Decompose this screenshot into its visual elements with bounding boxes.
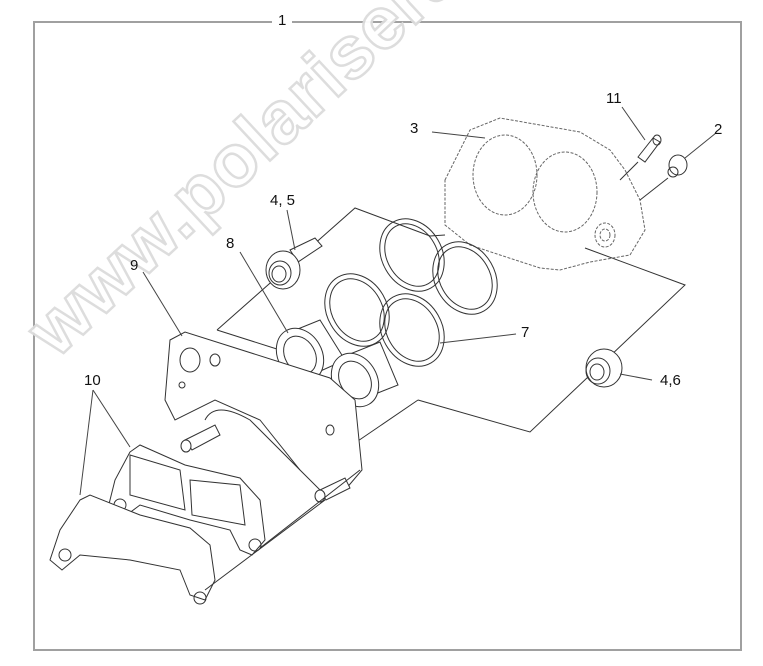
leader-lines [79, 106, 717, 496]
bleeder-screw [619, 134, 662, 181]
bleeder-cap [639, 154, 688, 201]
brake-pads [49, 444, 361, 605]
callout-2: 2 [714, 121, 723, 138]
pin-boot-lower [585, 348, 623, 388]
callout-8: 8 [226, 235, 235, 252]
callout-3: 3 [410, 120, 419, 137]
callout-4-6: 4,6 [660, 372, 681, 389]
callout-10: 10 [84, 372, 101, 389]
callout-7: 7 [521, 324, 530, 341]
pin-boot-upper [265, 237, 323, 290]
callout-1: 1 [272, 13, 293, 28]
caliper-body [444, 117, 646, 271]
callout-9: 9 [130, 257, 139, 274]
assembly-guide-line [216, 207, 431, 331]
callout-11: 11 [606, 90, 622, 107]
assembly-frame [33, 21, 742, 651]
piston-seals [324, 218, 498, 367]
callout-4-5: 4, 5 [270, 192, 296, 209]
